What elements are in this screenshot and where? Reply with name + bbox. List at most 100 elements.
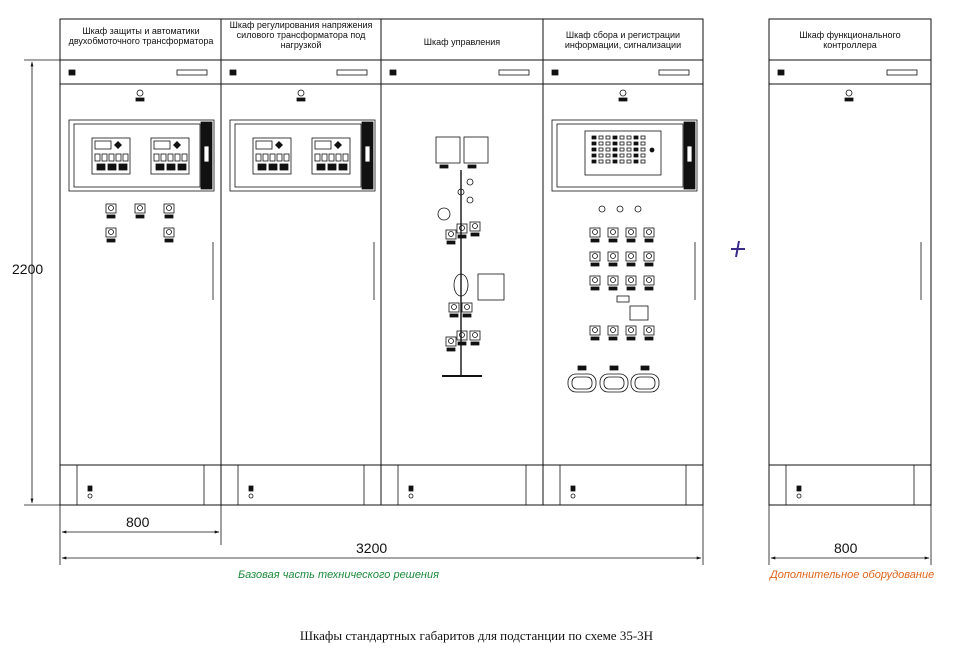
extra-frame <box>768 18 932 506</box>
info-led <box>591 147 597 152</box>
control-terminal <box>435 136 461 164</box>
info-led <box>591 153 597 158</box>
switch-label <box>590 238 600 243</box>
door-window <box>551 119 698 192</box>
switch-label <box>626 238 636 243</box>
key-label <box>609 365 619 371</box>
key-switch-icon <box>630 373 660 393</box>
nameplate <box>658 69 690 76</box>
switch-label <box>644 262 654 267</box>
relay-nav-icon <box>114 141 122 149</box>
switch-knob <box>610 327 616 333</box>
relay-key <box>276 153 283 162</box>
key-switch-icon <box>599 373 629 393</box>
switch <box>625 251 637 262</box>
info-led <box>640 159 646 164</box>
info-led <box>605 159 611 164</box>
switch-label <box>626 262 636 267</box>
switch-knob <box>166 229 172 235</box>
relay-display <box>94 140 112 150</box>
switch-knob <box>646 327 652 333</box>
door-window <box>68 119 215 192</box>
relay-key <box>155 163 165 171</box>
nameplate <box>336 69 368 76</box>
switch-knob <box>610 277 616 283</box>
control-display <box>477 273 505 301</box>
mimic-switch-label <box>462 313 472 318</box>
door-window <box>229 119 376 192</box>
nameplate <box>498 69 530 76</box>
switch-label <box>644 238 654 243</box>
info-led <box>612 159 618 164</box>
info-led <box>598 159 604 164</box>
switch-label <box>164 214 174 219</box>
switch <box>625 325 637 336</box>
dimension-total-width: 3200 <box>356 540 388 556</box>
relay-key <box>181 153 188 162</box>
switch <box>105 227 117 238</box>
button-icon <box>634 205 642 213</box>
info-led <box>598 141 604 146</box>
lamp-label <box>135 97 145 102</box>
transformer-icon <box>453 273 469 297</box>
switch-knob <box>646 229 652 235</box>
relay-terminal <box>252 137 292 175</box>
relay-nav-icon <box>334 141 342 149</box>
door-window-handle <box>686 145 693 163</box>
current-transformer-icon <box>437 207 451 221</box>
switch-knob <box>592 229 598 235</box>
terminal-label <box>467 164 477 169</box>
switch-knob <box>108 205 114 211</box>
mimic-switch-knob <box>459 332 465 338</box>
cabinet-title-controller: Шкаф функционального контроллера <box>799 30 901 50</box>
switch-knob <box>646 277 652 283</box>
relay-key <box>342 153 349 162</box>
lamp-label <box>618 97 628 102</box>
relay-key <box>316 163 326 171</box>
switch-label <box>590 336 600 341</box>
mimic-switch-label <box>446 240 456 245</box>
switch-knob <box>610 229 616 235</box>
switch-knob <box>166 205 172 211</box>
info-led <box>633 153 639 158</box>
switch <box>625 227 637 238</box>
key-switch-icon <box>567 373 597 393</box>
plinth-lock-icon <box>796 493 802 499</box>
mimic-switch-knob <box>451 304 457 310</box>
switch <box>589 227 601 238</box>
switch <box>134 203 146 214</box>
relay-terminal <box>91 137 131 175</box>
relay-key <box>279 163 289 171</box>
info-led <box>605 147 611 152</box>
indicator-lamp-icon <box>845 89 853 97</box>
plinth-lock-icon <box>248 493 254 499</box>
info-led <box>619 159 625 164</box>
info-led <box>591 135 597 140</box>
info-led <box>591 141 597 146</box>
cabinet-details <box>68 69 922 505</box>
switch-knob <box>628 277 634 283</box>
breaker-icon <box>457 188 465 196</box>
relay-key <box>262 153 269 162</box>
info-led <box>605 141 611 146</box>
info-led <box>612 141 618 146</box>
info-led <box>619 141 625 146</box>
mimic-switch-label <box>457 234 467 239</box>
switch-label <box>608 286 618 291</box>
switch-label <box>135 214 145 219</box>
key-switch-inner <box>571 376 593 390</box>
relay-key <box>328 153 335 162</box>
mimic-switch-knob <box>464 304 470 310</box>
switch-label <box>608 262 618 267</box>
info-led <box>605 135 611 140</box>
relay-key <box>327 163 337 171</box>
relay-key <box>314 153 321 162</box>
door-window-handle <box>364 145 371 163</box>
indicator-lamp-icon <box>297 89 305 97</box>
mimic-switch-knob <box>472 332 478 338</box>
switch-label <box>106 238 116 243</box>
info-led <box>612 153 618 158</box>
relay-key <box>107 163 117 171</box>
mimic-switch-knob <box>448 231 454 237</box>
switch <box>607 251 619 262</box>
